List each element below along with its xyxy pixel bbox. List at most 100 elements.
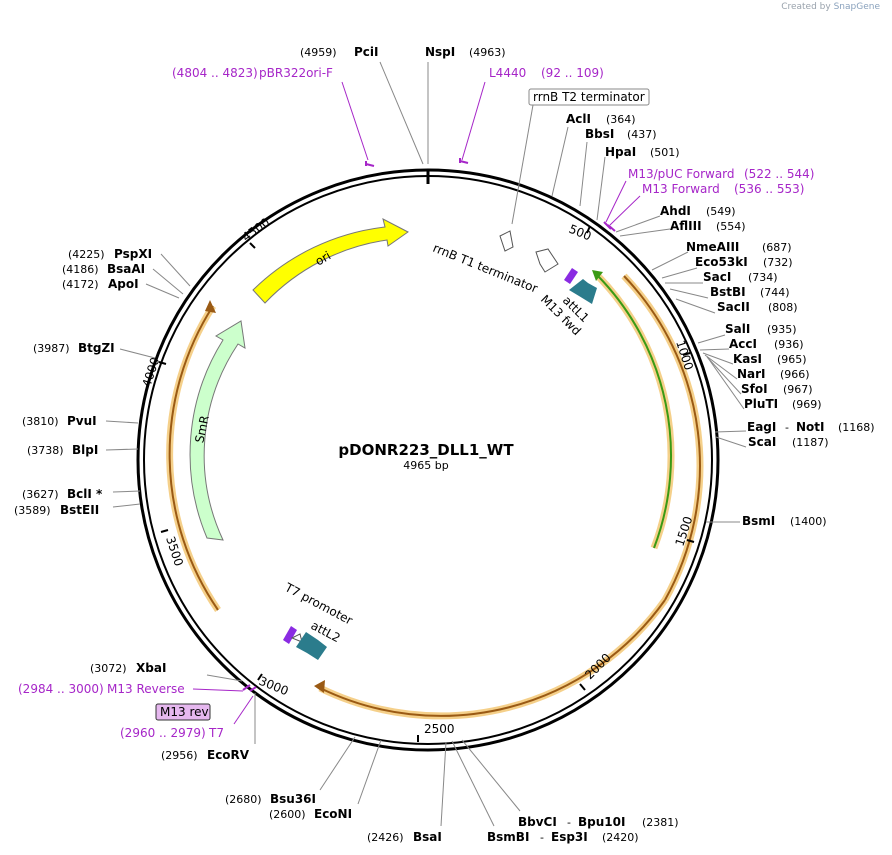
site-sacii-pos: (808) [768,301,798,314]
site-apoi: ApoI [108,277,139,291]
site-nari: NarI [737,367,766,381]
attl1-arrow [569,279,597,304]
orf-right-line [623,275,701,601]
site-nspi-pos: (4963) [469,46,506,59]
site-bbsi-pos: (437) [627,128,657,141]
primer-l4440-range: (92 .. 109) [541,66,604,80]
orf-left-line [168,305,219,611]
tick-500: 500 [567,222,593,244]
site-bsaai: BsaAI [107,262,145,276]
site-bsmbi: BsmBI [487,830,529,844]
site-acci: AccI [729,337,757,351]
site-sacii: SacII [717,300,750,314]
site-hpai-pos: (501) [650,146,680,159]
site-bsu36i-pos: (2680) [225,793,262,806]
primer-m13puc: M13/pUC Forward [628,167,735,181]
rrnb-t1-label: rrnB T1 terminator [431,241,540,296]
primer-pbr322: pBR322ori-F [259,66,333,80]
site-ahdi-pos: (549) [706,205,736,218]
primer-m13fwd: M13 Forward [642,182,720,196]
site-kasi-pos: (965) [777,353,807,366]
m13-rev-label: M13 rev [160,705,209,719]
site-ecorv-pos: (2956) [161,749,198,762]
site-bsu36i: Bsu36I [270,792,316,806]
smr-label: SmR [192,414,211,444]
snapgene-logo: SnapGene [833,2,880,12]
m13-rev-box [155,703,211,721]
watermark: Created by SnapGene [781,2,880,12]
primer-pbr322-range: (4804 .. 4823) [172,66,258,80]
site-hpai: HpaI [605,145,636,159]
site-bsteii-pos: (3589) [14,504,51,517]
site-scai: ScaI [748,435,776,449]
site-nmeaiii-pos: (687) [762,241,792,254]
smr-arrow [189,320,246,541]
site-bsai: BsaI [413,830,442,844]
site-saci: SacI [703,270,731,284]
orf-bottom-line [319,599,666,717]
rrnb-t1-shape [535,248,559,273]
site-btgzi-pos: (3987) [33,342,70,355]
attl2-arrow [296,632,327,660]
primer-t7: T7 [208,726,224,740]
site-btgzi: BtgZI [78,341,115,355]
site-bstbi: BstBI [710,285,746,299]
primer-leader-lines [192,81,641,725]
site-apoi-pos: (4172) [62,278,99,291]
site-sfoi-pos: (967) [783,383,813,396]
site-bstbi-pos: (744) [760,286,790,299]
site-eco53ki-pos: (732) [763,256,793,269]
site-bpu10i-pos: (2381) [642,816,679,829]
site-sali-pos: (935) [767,323,797,336]
site-sali: SalI [725,322,750,336]
site-ahdi: AhdI [660,204,691,218]
primer-m13fwd-range: (536 .. 553) [734,182,804,196]
site-nmeaiii: NmeAIII [686,240,739,254]
site-xbai: XbaI [136,661,166,675]
separator-dash: - [785,421,789,434]
orf-left-arrowhead [205,300,216,313]
orf-bottom-halo [318,597,668,720]
site-bsmi-pos: (1400) [790,515,827,528]
site-bpu10i: Bpu10I [578,815,625,829]
tick-marks [158,225,695,742]
plasmid-size: 4965 bp [403,459,448,472]
site-saci-pos: (734) [748,271,778,284]
site-bsaai-pos: (4186) [62,263,99,276]
site-pvui-pos: (3810) [22,415,59,428]
site-pcii-pos: (4959) [300,46,337,59]
primer-m13puc-range: (522 .. 544) [744,167,814,181]
site-xbai-pos: (3072) [90,662,127,675]
site-econi: EcoNI [314,807,352,821]
site-blpi: BlpI [72,443,98,457]
site-pspxi-pos: (4225) [68,248,105,261]
site-acli: AclI [566,112,591,126]
watermark-prefix: Created by [781,2,831,12]
m13-fwd-shape [564,268,578,284]
site-pluti-pos: (969) [792,398,822,411]
tick-3000: 3000 [257,674,291,698]
orf-bottom-arrowhead [314,680,325,693]
site-bsteii: BstEII [60,503,99,517]
primer-m13rev: M13 Reverse [107,682,185,696]
site-eco53ki: Eco53kI [695,255,748,269]
site-econi-pos: (2600) [269,808,306,821]
primer-t7-range: (2960 .. 2979) [120,726,206,740]
site-noti-pos: (1168) [838,421,875,434]
site-scai-pos: (1187) [792,436,829,449]
primer-m13rev-range: (2984 .. 3000) [18,682,104,696]
site-pluti: PluTI [744,397,778,411]
rrnb-t2-box [528,88,650,106]
ori-label: ori [313,249,334,269]
site-kasi: KasI [733,352,762,366]
site-bcli: BclI * [67,487,103,501]
site-eagi: EagI [747,420,776,434]
tick-2500: 2500 [424,722,455,736]
site-bsai-pos: (2426) [367,831,404,844]
separator-dash: - [540,831,544,844]
site-bsmi: BsmI [742,514,775,528]
site-pspxi: PspXI [114,247,152,261]
t7-shape [283,626,297,644]
rrnb-t2-label: rrnB T2 terminator [533,90,645,104]
